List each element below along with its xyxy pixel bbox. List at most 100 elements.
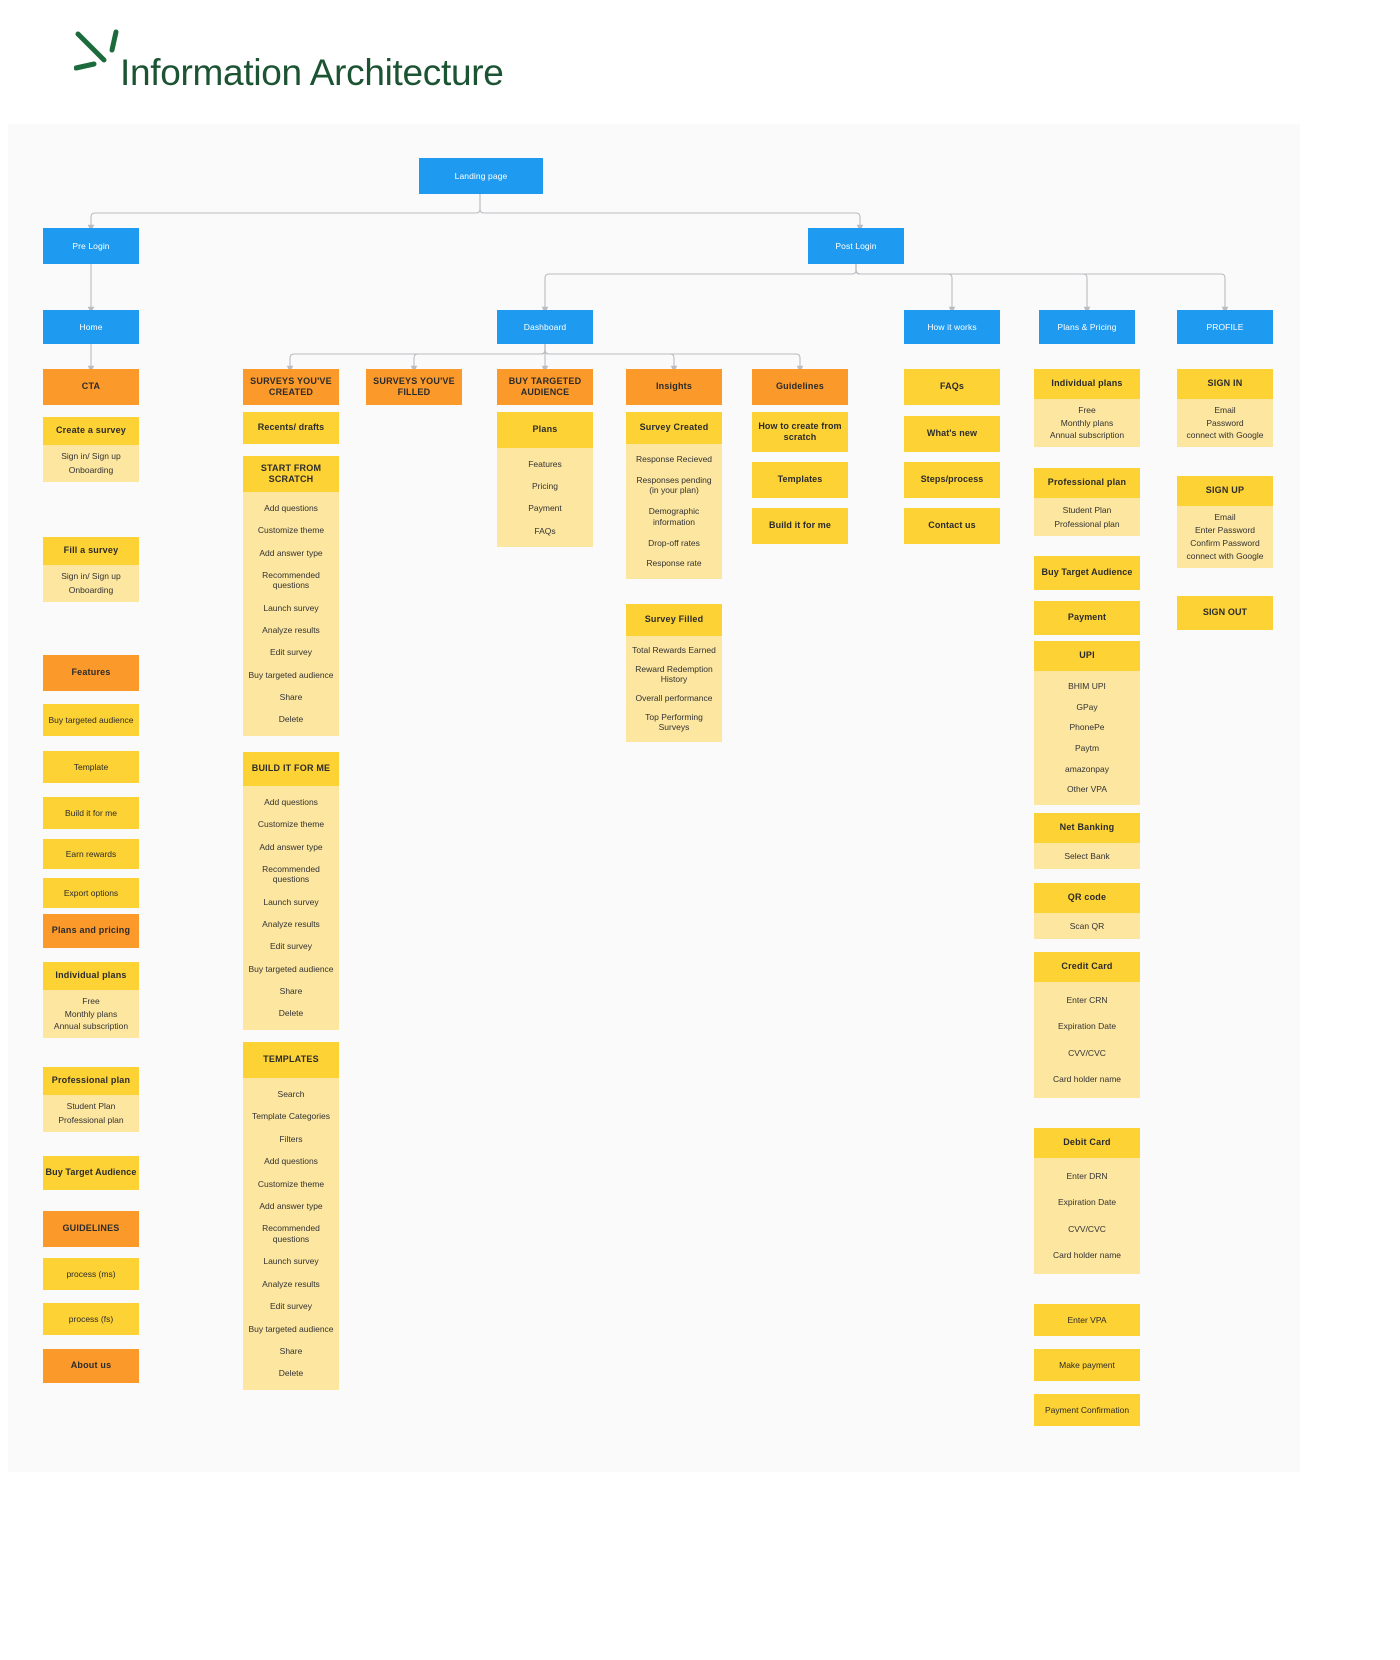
- group-item[interactable]: Card holder name: [1052, 1074, 1122, 1085]
- group-item[interactable]: Responses pending (in your plan): [636, 474, 712, 496]
- node-templates-guidelines[interactable]: Templates: [752, 462, 848, 498]
- node-contact-us[interactable]: Contact us: [904, 508, 1000, 544]
- node-sign-out[interactable]: SIGN OUT: [1177, 596, 1273, 630]
- node-dashboard[interactable]: Dashboard: [497, 310, 593, 344]
- node-payment[interactable]: Payment: [1034, 601, 1140, 635]
- node-surveys-youve-filled[interactable]: SURVEYS YOU'VE FILLED: [366, 369, 462, 405]
- group-item[interactable]: Student Plan: [1062, 504, 1112, 515]
- group-item[interactable]: Reward Redemption History: [635, 663, 713, 685]
- group-item[interactable]: Add answer type: [259, 1200, 323, 1211]
- group-item[interactable]: Free: [82, 996, 100, 1007]
- node-profile[interactable]: PROFILE: [1177, 310, 1273, 344]
- group-item[interactable]: Buy targeted audience: [248, 963, 334, 974]
- group-header[interactable]: START FROM SCRATCH: [243, 456, 339, 492]
- group-item[interactable]: Response Recieved: [635, 454, 713, 465]
- group-header[interactable]: Professional plan: [43, 1067, 139, 1095]
- group-item[interactable]: GPay: [1076, 701, 1098, 712]
- group-item[interactable]: Buy targeted audience: [248, 669, 334, 680]
- group-header[interactable]: SIGN IN: [1177, 369, 1273, 399]
- group-item[interactable]: Recommended questions: [262, 569, 320, 591]
- node-template-home[interactable]: Template: [43, 751, 139, 783]
- group-item[interactable]: Add questions: [264, 502, 318, 513]
- node-buy-target-audience-home[interactable]: Buy Target Audience: [43, 1156, 139, 1190]
- node-plans-and-pricing-home[interactable]: Plans and pricing: [43, 914, 139, 948]
- group-item[interactable]: Professional plan: [1054, 518, 1120, 529]
- group-item[interactable]: Email: [1214, 405, 1236, 416]
- node-landing-page[interactable]: Landing page: [419, 158, 543, 194]
- node-whats-new[interactable]: What's new: [904, 416, 1000, 452]
- group-header[interactable]: Debit Card: [1034, 1128, 1140, 1158]
- group-item[interactable]: Add questions: [264, 796, 318, 807]
- group-item[interactable]: Enter Password: [1195, 525, 1255, 536]
- group-item[interactable]: Template Categories: [252, 1111, 330, 1122]
- group-item[interactable]: Launch survey: [263, 602, 319, 613]
- node-how-to-create-from-scratch[interactable]: How to create from scratch: [752, 412, 848, 452]
- group-item[interactable]: Other VPA: [1067, 784, 1107, 795]
- group-item[interactable]: Onboarding: [68, 584, 114, 595]
- node-buy-targeted-audience[interactable]: BUY TARGETED AUDIENCE: [497, 369, 593, 405]
- node-make-payment[interactable]: Make payment: [1034, 1349, 1140, 1381]
- group-item[interactable]: connect with Google: [1186, 551, 1264, 562]
- group-item[interactable]: Card holder name: [1052, 1250, 1122, 1261]
- node-process-ms[interactable]: process (ms): [43, 1258, 139, 1290]
- group-item[interactable]: Analyze results: [262, 919, 320, 930]
- group-item[interactable]: Response rate: [646, 558, 702, 569]
- node-recents-drafts[interactable]: Recents/ drafts: [243, 412, 339, 444]
- node-build-it-for-me-guidelines[interactable]: Build it for me: [752, 508, 848, 544]
- group-header[interactable]: Fill a survey: [43, 537, 139, 565]
- group-item[interactable]: Top Performing Surveys: [645, 711, 703, 733]
- node-home[interactable]: Home: [43, 310, 139, 344]
- group-item[interactable]: connect with Google: [1186, 430, 1264, 441]
- group-item[interactable]: Launch survey: [263, 896, 319, 907]
- group-item[interactable]: Scan QR: [1069, 920, 1105, 931]
- group-item[interactable]: Customize theme: [257, 1178, 325, 1189]
- group-item[interactable]: Customize theme: [257, 819, 325, 830]
- node-process-fs[interactable]: process (fs): [43, 1303, 139, 1335]
- group-item[interactable]: Recommended questions: [262, 1223, 320, 1244]
- group-item[interactable]: Filters: [279, 1133, 303, 1144]
- group-item[interactable]: Share: [279, 986, 303, 997]
- group-item[interactable]: Select Bank: [1064, 850, 1110, 861]
- group-item[interactable]: Student Plan: [66, 1101, 116, 1112]
- group-item[interactable]: Edit survey: [269, 941, 313, 952]
- group-item[interactable]: Customize theme: [257, 525, 325, 536]
- group-item[interactable]: Add questions: [264, 1156, 318, 1167]
- node-earn-rewards-home[interactable]: Earn rewards: [43, 839, 139, 869]
- group-item[interactable]: Confirm Password: [1190, 538, 1260, 549]
- group-item[interactable]: Analyze results: [262, 625, 320, 636]
- group-item[interactable]: Monthly plans: [1060, 417, 1114, 428]
- node-pre-login[interactable]: Pre Login: [43, 228, 139, 264]
- group-header[interactable]: Professional plan: [1034, 468, 1140, 498]
- node-buy-target-audience-plans[interactable]: Buy Target Audience: [1034, 556, 1140, 590]
- group-item[interactable]: Total Rewards Earned: [632, 645, 716, 656]
- node-surveys-youve-created[interactable]: SURVEYS YOU'VE CREATED: [243, 369, 339, 405]
- group-item[interactable]: Edit survey: [269, 647, 313, 658]
- group-item[interactable]: Free: [1078, 405, 1096, 416]
- group-item[interactable]: Expiration Date: [1057, 1197, 1117, 1208]
- group-item[interactable]: Share: [279, 1345, 303, 1356]
- group-item[interactable]: Enter DRN: [1066, 1170, 1108, 1181]
- group-item[interactable]: Launch survey: [263, 1256, 319, 1267]
- group-item[interactable]: Annual subscription: [53, 1021, 129, 1032]
- node-enter-vpa[interactable]: Enter VPA: [1034, 1304, 1140, 1336]
- group-header[interactable]: Create a survey: [43, 417, 139, 445]
- node-post-login[interactable]: Post Login: [808, 228, 904, 264]
- group-item[interactable]: Monthly plans: [64, 1008, 118, 1019]
- group-header[interactable]: Credit Card: [1034, 952, 1140, 982]
- group-item[interactable]: Professional plan: [58, 1114, 124, 1125]
- group-header[interactable]: Plans: [497, 412, 593, 448]
- group-header[interactable]: Survey Filled: [626, 604, 722, 636]
- group-item[interactable]: Expiration Date: [1057, 1021, 1117, 1032]
- group-item[interactable]: Analyze results: [262, 1278, 320, 1289]
- group-item[interactable]: Delete: [278, 1368, 304, 1379]
- group-header[interactable]: TEMPLATES: [243, 1042, 339, 1078]
- group-header[interactable]: UPI: [1034, 641, 1140, 671]
- group-item[interactable]: Overall performance: [635, 693, 713, 704]
- group-item[interactable]: PhonePe: [1069, 722, 1105, 733]
- group-item[interactable]: Annual subscription: [1049, 430, 1125, 441]
- group-item[interactable]: Pricing: [532, 481, 558, 492]
- node-how-it-works[interactable]: How it works: [904, 310, 1000, 344]
- group-item[interactable]: Delete: [278, 1008, 304, 1019]
- node-steps-process[interactable]: Steps/process: [904, 462, 1000, 498]
- group-header[interactable]: QR code: [1034, 883, 1140, 913]
